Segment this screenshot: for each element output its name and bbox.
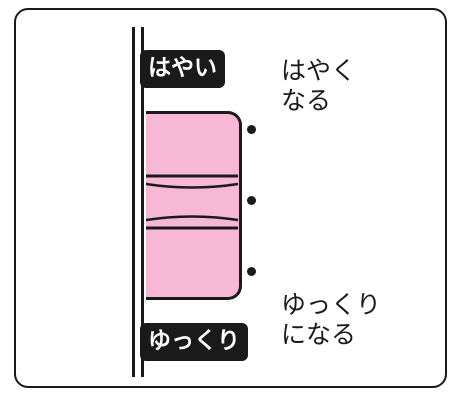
fast-description: はやく なる [281, 56, 357, 115]
slow-description: ゆっくり になる [281, 290, 382, 349]
position-dot-icon [247, 267, 256, 276]
position-dot-icon [247, 125, 256, 134]
position-dot-icon [247, 196, 256, 205]
slow-badge: ゆっくり [140, 323, 248, 361]
slider-track-right [141, 27, 144, 377]
slider-knob[interactable] [146, 174, 240, 230]
slider-track-left [132, 27, 135, 377]
fast-badge: はやい [140, 50, 225, 88]
